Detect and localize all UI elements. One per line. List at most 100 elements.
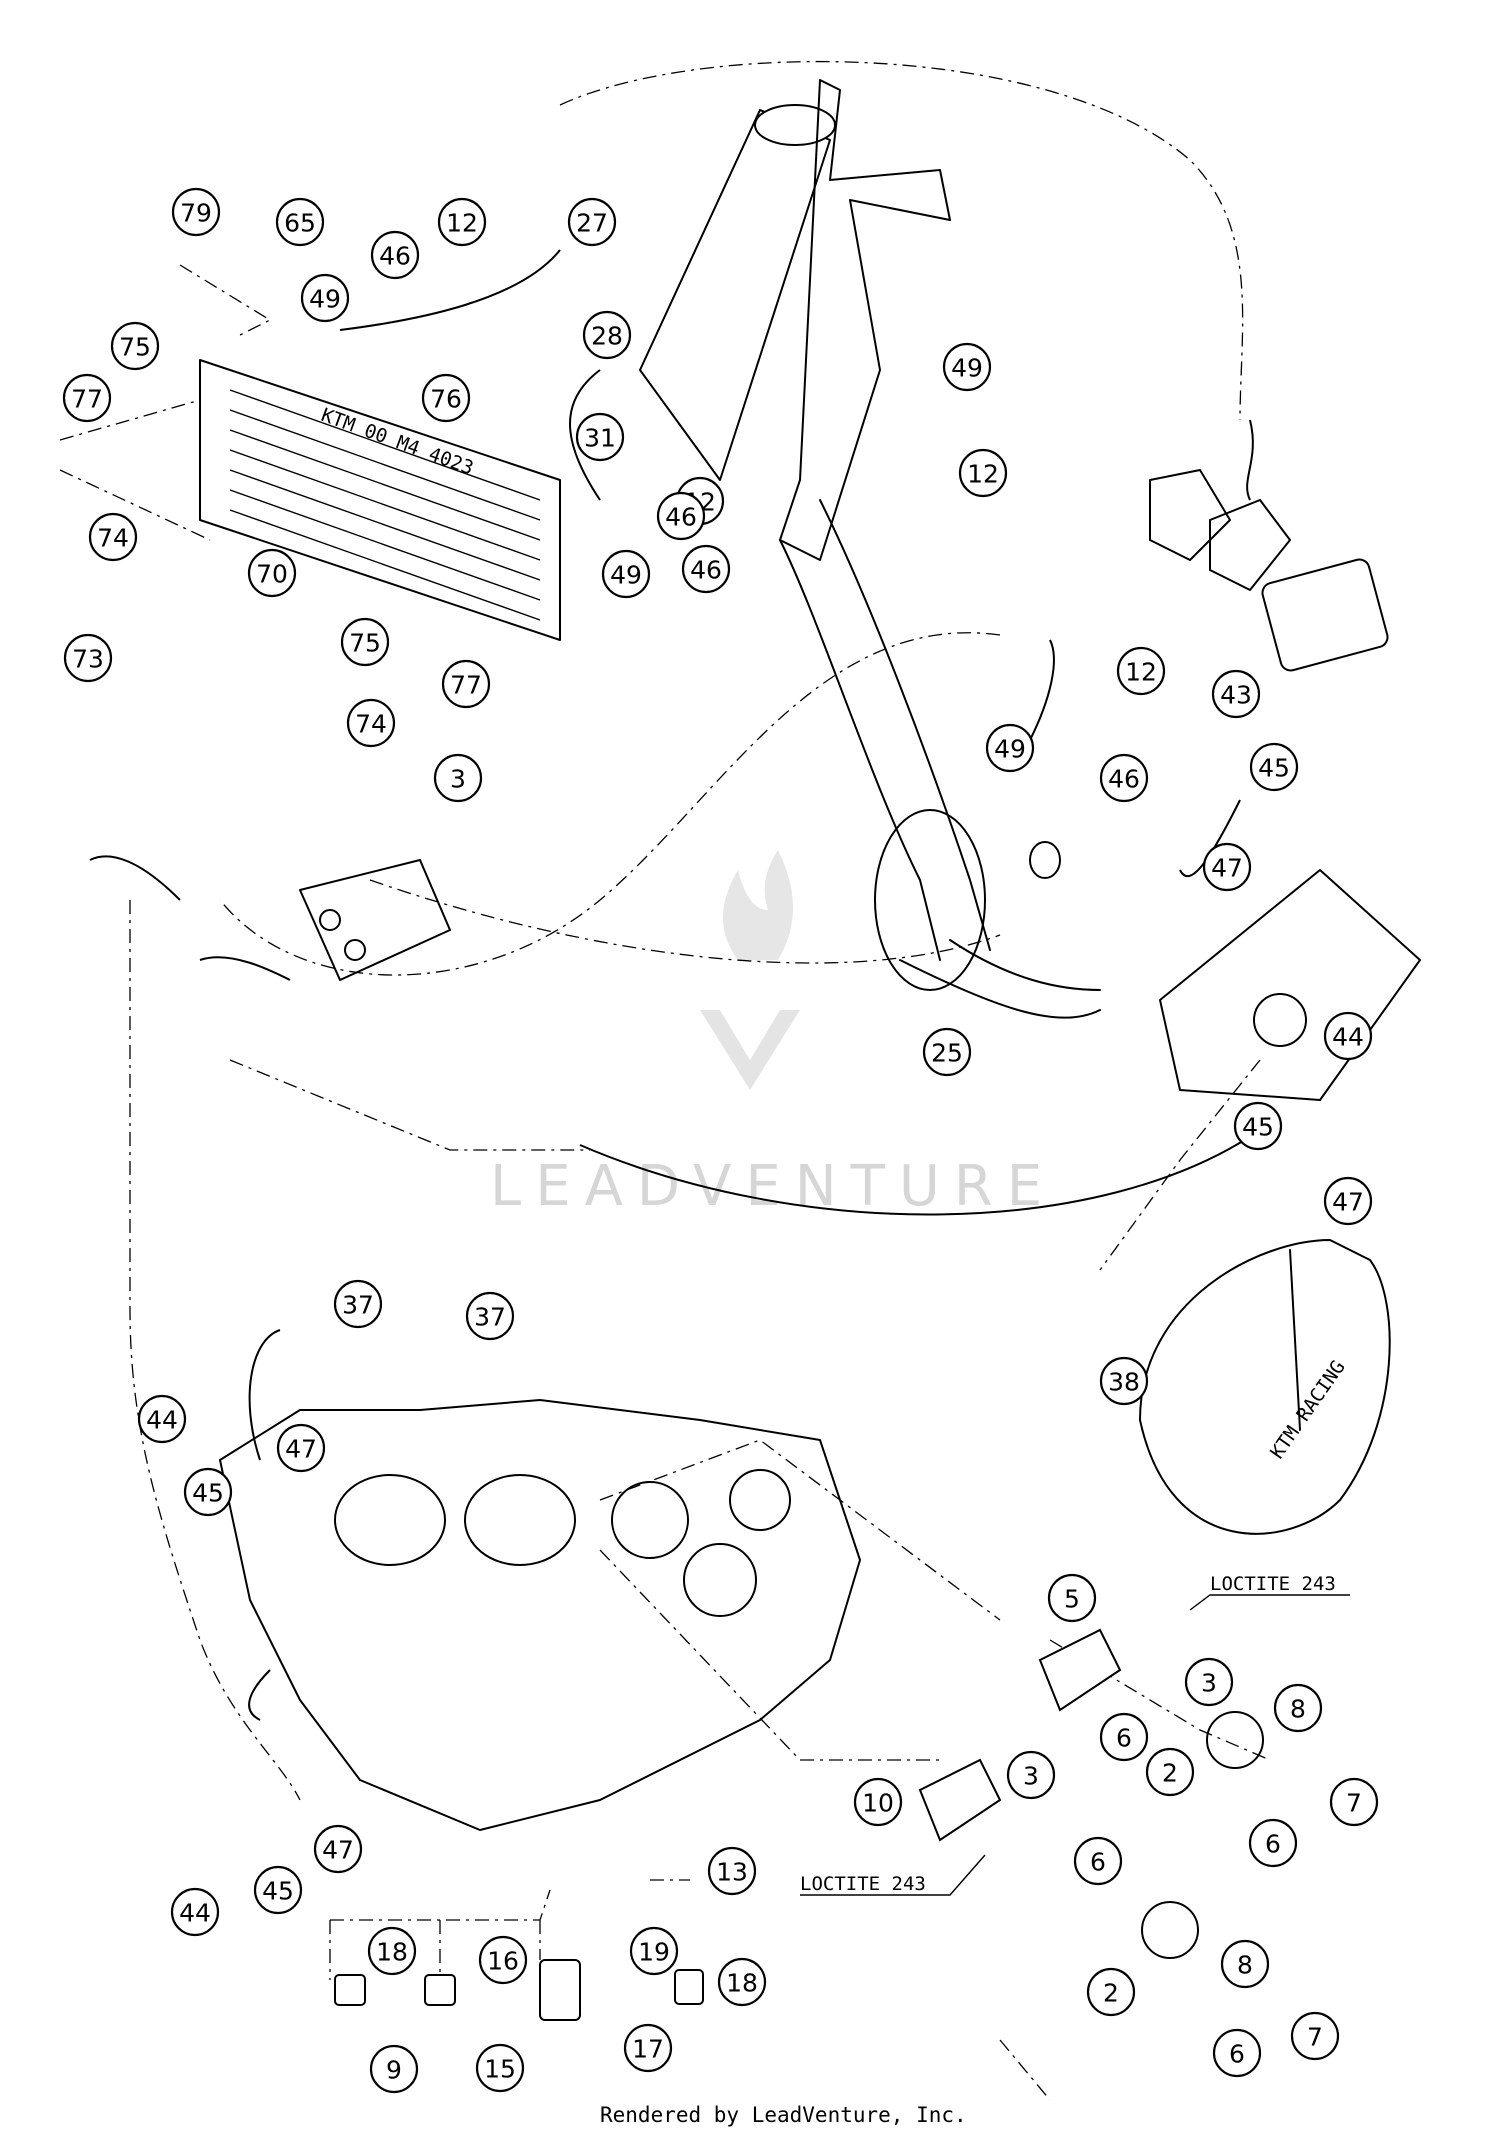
callout-16[interactable]: 16 xyxy=(478,1935,528,1985)
callout-label: 7 xyxy=(1346,1789,1362,1818)
callout-74[interactable]: 74 xyxy=(346,698,396,748)
callout-70[interactable]: 70 xyxy=(247,548,297,598)
callout-7[interactable]: 7 xyxy=(1290,2011,1340,2061)
callout-9[interactable]: 9 xyxy=(369,2044,419,2094)
callout-77[interactable]: 77 xyxy=(441,659,491,709)
callout-18[interactable]: 18 xyxy=(717,1957,767,2007)
callout-44[interactable]: 44 xyxy=(1323,1011,1373,1061)
callout-circle xyxy=(601,549,651,599)
callout-circle xyxy=(942,342,992,392)
callout-27[interactable]: 27 xyxy=(567,197,617,247)
callout-46[interactable]: 46 xyxy=(1099,753,1149,803)
callout-label: 2 xyxy=(1162,1759,1178,1788)
callout-label: 77 xyxy=(71,385,103,414)
callout-7[interactable]: 7 xyxy=(1329,1777,1379,1827)
callout-3[interactable]: 3 xyxy=(433,753,483,803)
callout-label: 44 xyxy=(179,1899,211,1928)
callout-18[interactable]: 18 xyxy=(367,1926,417,1976)
callout-label: 17 xyxy=(632,2035,664,2064)
callout-8[interactable]: 8 xyxy=(1220,1939,1270,1989)
callout-circle xyxy=(1233,1101,1283,1151)
callout-79[interactable]: 79 xyxy=(171,187,221,237)
callout-label: 44 xyxy=(146,1406,178,1435)
engine-side-cover xyxy=(1159,869,1421,1101)
callout-8[interactable]: 8 xyxy=(1273,1683,1323,1733)
callout-label: 7 xyxy=(1307,2023,1323,2052)
callout-2[interactable]: 2 xyxy=(1086,1967,1136,2017)
callout-6[interactable]: 6 xyxy=(1099,1712,1149,1762)
callout-label: 3 xyxy=(1023,1762,1039,1791)
oil-pump-lower xyxy=(918,1758,1199,1959)
callout-37[interactable]: 37 xyxy=(333,1279,383,1329)
callout-label: 76 xyxy=(430,385,462,414)
callout-label: 45 xyxy=(192,1479,224,1508)
callout-13[interactable]: 13 xyxy=(707,1846,757,1896)
callout-10[interactable]: 10 xyxy=(853,1777,903,1827)
callout-44[interactable]: 44 xyxy=(137,1394,187,1444)
callout-47[interactable]: 47 xyxy=(1323,1176,1373,1226)
callout-circle xyxy=(369,2044,419,2094)
callout-46[interactable]: 46 xyxy=(656,491,706,541)
callout-label: 65 xyxy=(284,209,316,238)
callout-circle xyxy=(137,1394,187,1444)
callout-label: 12 xyxy=(967,460,999,489)
callout-43[interactable]: 43 xyxy=(1211,669,1261,719)
callout-73[interactable]: 73 xyxy=(63,633,113,683)
callout-12[interactable]: 12 xyxy=(958,448,1008,498)
callout-12[interactable]: 12 xyxy=(1116,646,1166,696)
callout-label: 15 xyxy=(484,2055,516,2084)
callout-75[interactable]: 75 xyxy=(110,321,160,371)
watermark-text: LEADVENTURE xyxy=(490,1154,1056,1219)
callout-circle xyxy=(88,512,138,562)
callout-circle xyxy=(171,187,221,237)
callout-25[interactable]: 25 xyxy=(922,1027,972,1077)
callout-3[interactable]: 3 xyxy=(1006,1750,1056,1800)
callout-circle xyxy=(63,633,113,683)
callout-38[interactable]: 38 xyxy=(1099,1356,1149,1406)
callout-75[interactable]: 75 xyxy=(340,617,390,667)
callout-65[interactable]: 65 xyxy=(275,197,325,247)
callout-28[interactable]: 28 xyxy=(582,310,632,360)
callout-3[interactable]: 3 xyxy=(1184,1657,1234,1707)
callout-47[interactable]: 47 xyxy=(313,1824,363,1874)
callout-49[interactable]: 49 xyxy=(300,273,350,323)
callout-6[interactable]: 6 xyxy=(1212,2028,1262,2078)
callout-31[interactable]: 31 xyxy=(575,412,625,462)
loctite-note-bottom: LOCTITE 243 xyxy=(800,1873,926,1895)
callout-49[interactable]: 49 xyxy=(985,723,1035,773)
callout-49[interactable]: 49 xyxy=(601,549,651,599)
callout-label: 75 xyxy=(349,629,381,658)
callout-44[interactable]: 44 xyxy=(170,1887,220,1937)
callout-label: 8 xyxy=(1237,1951,1253,1980)
callout-76[interactable]: 76 xyxy=(421,373,471,423)
callout-47[interactable]: 47 xyxy=(276,1423,326,1473)
callout-circle xyxy=(433,753,483,803)
callout-37[interactable]: 37 xyxy=(465,1291,515,1341)
callout-46[interactable]: 46 xyxy=(681,544,731,594)
callout-45[interactable]: 45 xyxy=(1233,1101,1283,1151)
callout-label: 49 xyxy=(994,735,1026,764)
callout-6[interactable]: 6 xyxy=(1248,1818,1298,1868)
callout-circle xyxy=(985,723,1035,773)
callout-5[interactable]: 5 xyxy=(1047,1573,1097,1623)
callout-2[interactable]: 2 xyxy=(1145,1747,1195,1797)
callout-77[interactable]: 77 xyxy=(62,373,112,423)
callout-46[interactable]: 46 xyxy=(370,230,420,280)
callout-15[interactable]: 15 xyxy=(475,2043,525,2093)
callout-label: 47 xyxy=(285,1435,317,1464)
callout-12[interactable]: 12 xyxy=(437,197,487,247)
callout-45[interactable]: 45 xyxy=(1249,742,1299,792)
callout-17[interactable]: 17 xyxy=(623,2023,673,2073)
callout-49[interactable]: 49 xyxy=(942,342,992,392)
callout-19[interactable]: 19 xyxy=(629,1926,679,1976)
callout-circle xyxy=(1099,1712,1149,1762)
callout-circle xyxy=(437,197,487,247)
radiator: KTM 00 M4 4023 xyxy=(199,359,561,641)
callout-45[interactable]: 45 xyxy=(253,1865,303,1915)
callout-47[interactable]: 47 xyxy=(1202,842,1252,892)
callout-74[interactable]: 74 xyxy=(88,512,138,562)
callout-label: 37 xyxy=(474,1303,506,1332)
callout-6[interactable]: 6 xyxy=(1073,1836,1123,1886)
callout-45[interactable]: 45 xyxy=(183,1467,233,1517)
